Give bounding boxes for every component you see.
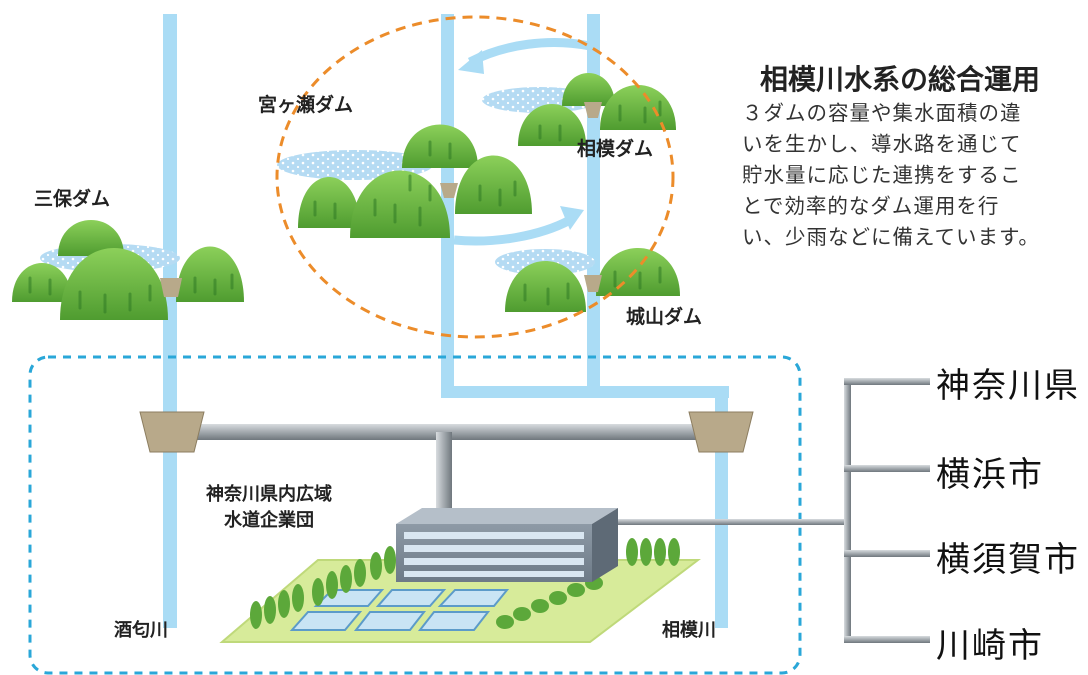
- description-line: 貯水量に応じた連携をするこ: [742, 163, 1022, 187]
- sakawa-intake-weir: [139, 411, 205, 453]
- sagami-intake-weir: [688, 411, 754, 453]
- sagami-dam-wall: [584, 102, 602, 118]
- city-yokosuka: 横須賀市: [936, 540, 1080, 580]
- description-line: い、少雨などに備えています。: [742, 225, 1040, 249]
- city-kawasaki: 川崎市: [936, 626, 1044, 666]
- miyagase-dam-label: 宮ヶ瀬ダム: [258, 94, 354, 116]
- description-line: いを生かし、導水路を通じて: [742, 132, 1022, 156]
- organization-line1: 神奈川県内広域: [206, 484, 332, 505]
- sagami-channel: [587, 14, 600, 396]
- panel-title: 相模川水系の総合運用: [760, 63, 1041, 96]
- trunk-vertical-pipe: [844, 378, 851, 641]
- waterworks-area-outline: [28, 355, 802, 675]
- description-line: とで効率的なダム運用を行: [742, 194, 1000, 218]
- dam-walls: [160, 102, 602, 297]
- flow-arrows: [453, 38, 591, 246]
- center-down-pipe: [436, 432, 452, 514]
- organization-line2: 水道企業団: [224, 510, 314, 531]
- shiroyama-dam-wall: [584, 275, 602, 292]
- arrow-head-left: [458, 50, 484, 74]
- branch-pipe-yokosuka: [844, 550, 930, 557]
- pipes: [180, 378, 930, 643]
- flow-arrow-to-sagami: [453, 216, 573, 246]
- sakawa-river: [163, 14, 177, 628]
- distribution-pipe: [610, 519, 848, 525]
- sagami-river-label: 相模川: [662, 620, 716, 641]
- branch-pipe-kawasaki: [844, 636, 930, 643]
- miho-dam-wall: [160, 278, 182, 297]
- sagami-dam-label: 相模ダム: [577, 138, 654, 160]
- miho-dam-label: 三保ダム: [34, 188, 111, 210]
- treatment-pools: [289, 589, 510, 631]
- miyagase-dam-wall: [440, 183, 458, 198]
- treatment-building: [396, 508, 618, 582]
- shiroyama-dam-label: 城山ダム: [626, 306, 703, 328]
- panel-description: ３ダムの容量や集水面積の違 いを生かし、導水路を通じて 貯水量に応じた連携をする…: [742, 98, 1082, 253]
- flow-arrow-to-miyagase: [467, 38, 591, 67]
- branch-pipe-yokohama: [844, 465, 930, 472]
- city-yokohama: 横浜市: [936, 455, 1044, 495]
- integrated-operation-outline: [275, 15, 675, 339]
- city-kanagawa: 神奈川県: [936, 366, 1080, 406]
- description-line: ３ダムの容量や集水面積の違: [742, 101, 1022, 125]
- miyagase-channel: [441, 14, 454, 396]
- connector-channel: [441, 386, 729, 398]
- sakawa-river-label: 酒匂川: [114, 620, 168, 641]
- hill-trees: [28, 100, 662, 314]
- arrow-head-right: [560, 206, 584, 230]
- organization-label: 神奈川県内広域 水道企業団: [206, 482, 332, 534]
- branch-pipe-kanagawa: [844, 378, 930, 385]
